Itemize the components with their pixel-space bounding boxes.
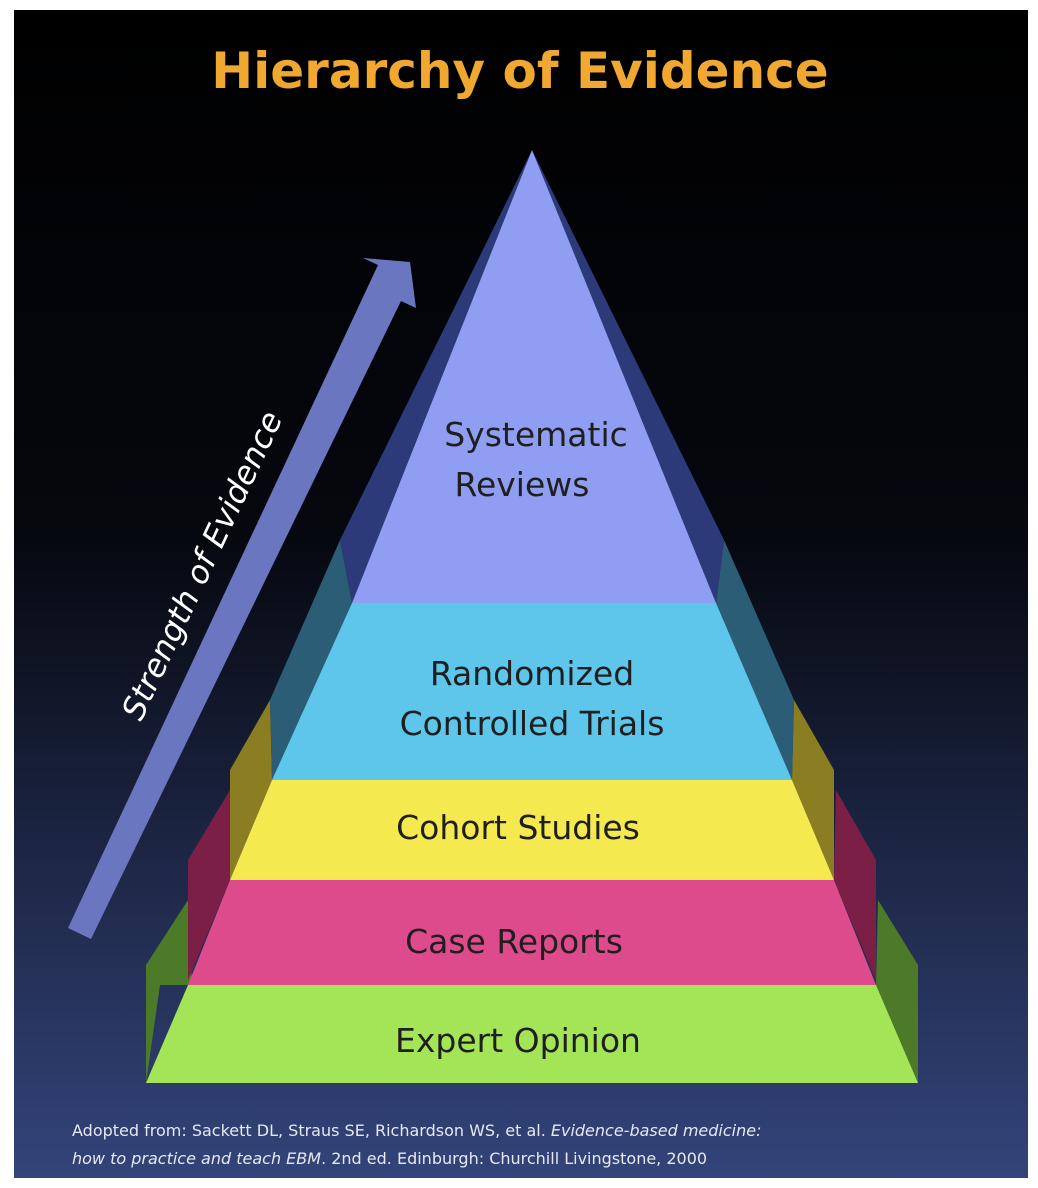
slide-title: Hierarchy of Evidence <box>211 42 828 100</box>
cohort-left-side <box>230 700 272 880</box>
layer-expert-opinion <box>146 985 918 1083</box>
citation: Adopted from: Sackett DL, Straus SE, Ric… <box>72 1121 761 1168</box>
citation-line2-text: . 2nd ed. Edinburgh: Churchill Livingsto… <box>321 1149 707 1168</box>
cohort-right-side <box>792 700 834 880</box>
sr-right-side <box>532 150 724 603</box>
expert-opinion-label: Expert Opinion <box>395 1021 641 1060</box>
citation-line2-italic: how to practice and teach EBM <box>72 1149 321 1168</box>
arrow-shape <box>68 258 416 939</box>
systematic-reviews-label-line2: Reviews <box>455 465 590 504</box>
citation-line1-italic: Evidence-based medicine: <box>551 1121 762 1140</box>
citation-line2: how to practice and teach EBM. 2nd ed. E… <box>72 1149 707 1168</box>
layer-systematic-reviews <box>352 150 716 603</box>
layer-cohort-studies <box>230 780 834 880</box>
case-reports-left-side <box>188 790 230 980</box>
cohort-studies-label: Cohort Studies <box>396 808 640 847</box>
expert-opinion-left-side <box>146 900 192 1083</box>
pyramid-front <box>146 150 918 1083</box>
citation-line1-text: Adopted from: Sackett DL, Straus SE, Ric… <box>72 1121 551 1140</box>
systematic-reviews-label-line1: Systematic <box>444 415 628 454</box>
layer-randomized-controlled-trials <box>272 603 792 780</box>
rct-label-line2: Controlled Trials <box>400 704 665 743</box>
rct-label-line1: Randomized <box>430 654 634 693</box>
case-reports-label: Case Reports <box>405 922 623 961</box>
pyramid-sides <box>146 150 918 1083</box>
expert-opinion-right-side <box>876 900 918 1083</box>
rct-left-side <box>270 540 352 780</box>
rct-right-side <box>716 540 794 780</box>
citation-line1: Adopted from: Sackett DL, Straus SE, Ric… <box>72 1121 761 1140</box>
sr-left-side <box>340 150 532 603</box>
case-reports-right-side <box>834 790 876 980</box>
layer-labels: Systematic Reviews Randomized Controlled… <box>395 415 664 1060</box>
layer-case-reports <box>188 880 876 985</box>
